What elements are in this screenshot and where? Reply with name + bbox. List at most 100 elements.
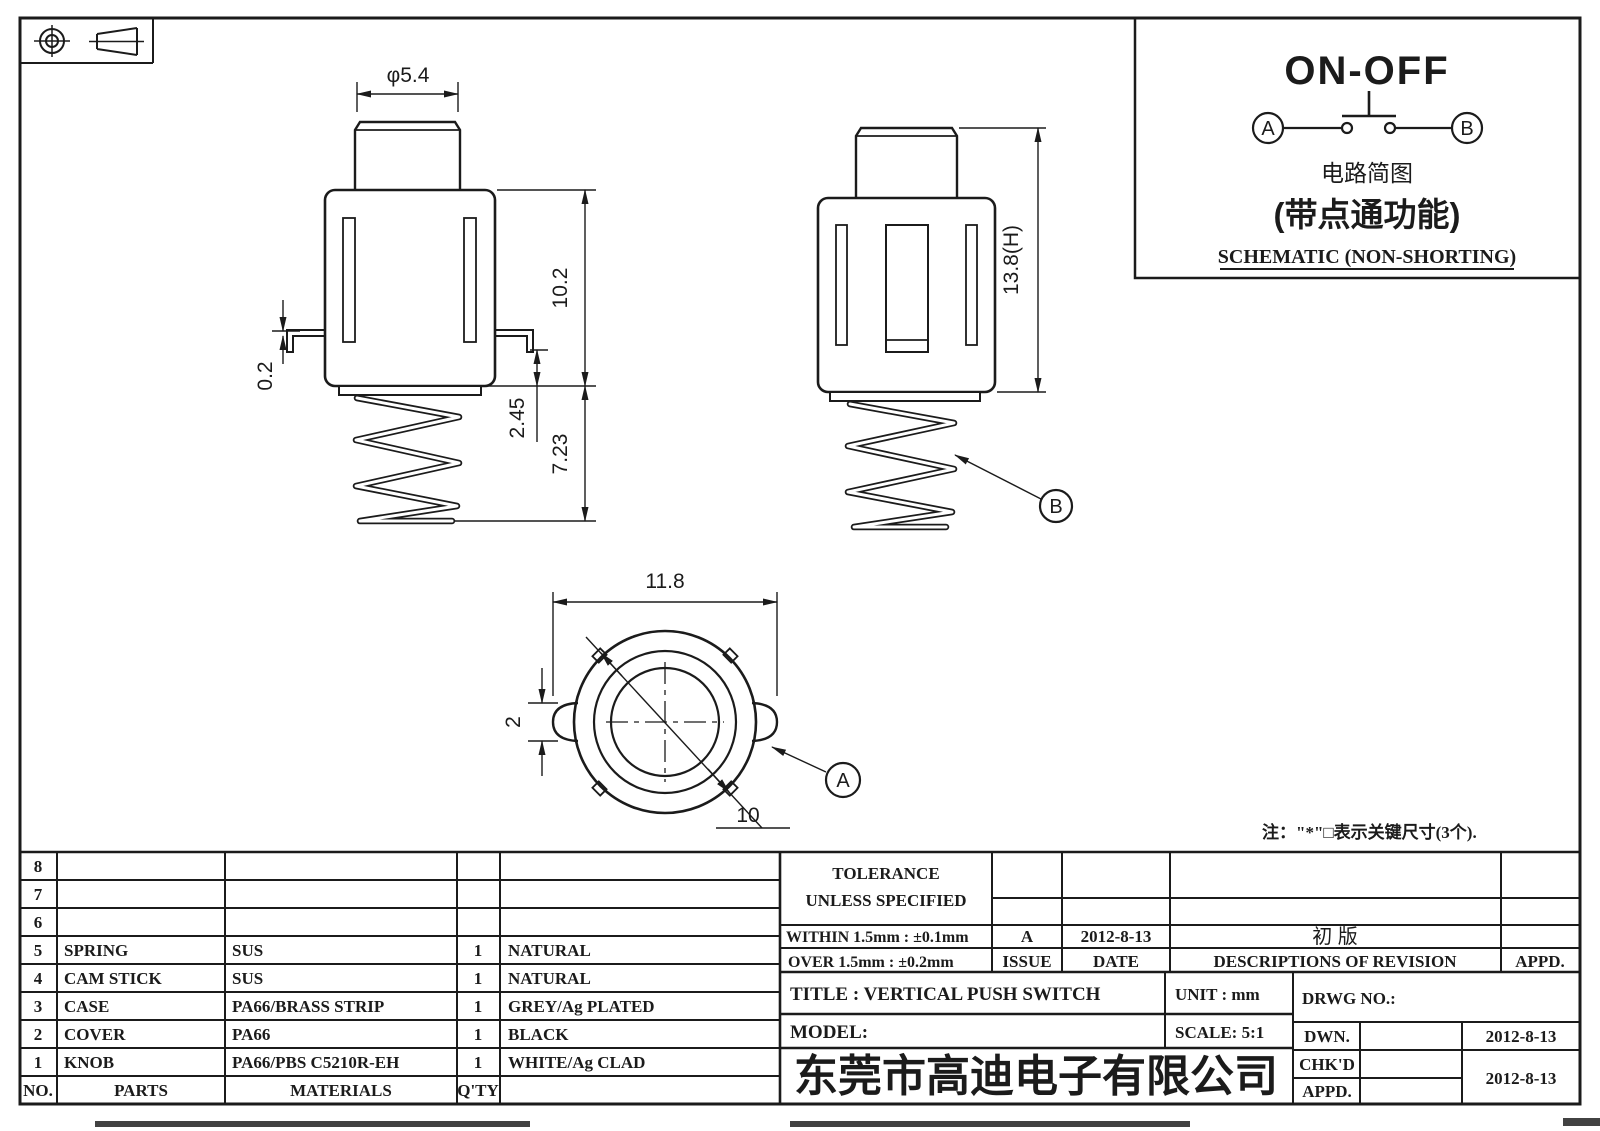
part-name: COVER <box>64 1025 126 1044</box>
tolerance-over: OVER 1.5mm : ±0.2mm <box>788 954 954 971</box>
schematic-subtitle-cn: (带点通功能) <box>1274 196 1461 233</box>
body-slot-left <box>342 217 356 343</box>
base-plate-side <box>829 391 981 402</box>
dim-pin-thickness: 0.2 <box>254 361 277 390</box>
pin-right <box>494 329 534 353</box>
chkd-label: CHK'D <box>1299 1055 1355 1074</box>
part-material: PA66 <box>232 1025 270 1044</box>
schematic-caption-cn: 电路简图 <box>1321 160 1413 186</box>
tolerance-line1: TOLERANCE <box>832 864 939 883</box>
tolerance-line2: UNLESS SPECIFIED <box>805 891 966 910</box>
dim-outer-dia: 10 <box>736 804 759 827</box>
body-slot-right <box>463 217 477 343</box>
callout-b: B <box>1049 496 1062 518</box>
circuit-diagram-icon <box>1251 91 1484 145</box>
row-no: 2 <box>34 1025 43 1044</box>
schematic-panel: ON-OFF A B 电路简图 (带点通功能) SCHEMATIC (NON-S… <box>1133 16 1582 280</box>
part-finish: NATURAL <box>508 969 591 988</box>
drawing-title: TITLE : VERTICAL PUSH SWITCH <box>790 984 1101 1005</box>
key-dimension-note: 注："*"□表示关键尺寸(3个). <box>1262 822 1477 842</box>
appd-sign-label: APPD. <box>1302 1082 1352 1101</box>
top-view-dimensions <box>528 592 862 829</box>
side-slot-right <box>965 224 978 346</box>
header-no: NO. <box>23 1081 53 1100</box>
schematic-caption-en: SCHEMATIC (NON-SHORTING) <box>1218 246 1516 268</box>
center-window <box>885 224 929 353</box>
dim-lug-width: 2 <box>502 716 525 728</box>
company-name: 东莞市高迪电子有限公司 <box>794 1052 1278 1101</box>
dwn-date: 2012-8-13 <box>1486 1027 1557 1046</box>
front-view <box>286 120 534 525</box>
part-material: PA66/PBS C5210R-EH <box>232 1053 399 1072</box>
part-qty: 1 <box>474 969 483 988</box>
front-view-dimensions <box>272 82 596 522</box>
spring-side <box>844 400 958 531</box>
knob-outline-side <box>854 126 959 202</box>
date-label: DATE <box>1093 952 1139 971</box>
issue-label: ISSUE <box>1002 952 1051 971</box>
part-qty: 1 <box>474 1053 483 1072</box>
outer-ring <box>572 629 758 815</box>
side-view-dimensions <box>954 127 1074 524</box>
part-finish: WHITE/Ag CLAD <box>508 1053 645 1072</box>
revision-label: DESCRIPTIONS OF REVISION <box>1213 952 1457 971</box>
side-view <box>816 126 997 531</box>
row-no: 8 <box>34 857 43 876</box>
schematic-title: ON-OFF <box>1284 49 1449 93</box>
appd-label: APPD. <box>1515 952 1565 971</box>
revision-value: 初 版 <box>1312 925 1358 948</box>
parts-table: 8 7 6 5 SPRING SUS 1 NATURAL 4 CAM STICK… <box>23 857 654 1100</box>
part-finish: GREY/Ag PLATED <box>508 997 655 1016</box>
part-material: SUS <box>232 969 263 988</box>
pin-left <box>286 329 326 353</box>
part-qty: 1 <box>474 1025 483 1044</box>
dim-spring-height: 7.23 <box>549 434 572 475</box>
dim-body-height: 10.2 <box>549 268 572 309</box>
header-materials: MATERIALS <box>290 1081 392 1100</box>
terminal-a-label: A <box>1261 118 1275 140</box>
dim-pin-gap: 2.45 <box>506 398 529 439</box>
part-finish: NATURAL <box>508 941 591 960</box>
unit-label: UNIT : mm <box>1175 985 1260 1004</box>
chkd-date: 2012-8-13 <box>1486 1069 1557 1088</box>
scale-label: SCALE: 5:1 <box>1175 1023 1264 1042</box>
row-no: 7 <box>34 885 43 904</box>
issue-value: A <box>1021 927 1034 946</box>
lug-right <box>751 701 779 743</box>
model-label: MODEL: <box>790 1022 868 1043</box>
table-grid <box>20 850 1580 1106</box>
part-qty: 1 <box>474 997 483 1016</box>
drwg-no-label: DRWG NO.: <box>1302 989 1396 1008</box>
part-material: SUS <box>232 941 263 960</box>
part-material: PA66/BRASS STRIP <box>232 997 384 1016</box>
row-no: 6 <box>34 913 43 932</box>
part-qty: 1 <box>474 941 483 960</box>
spring <box>352 394 463 525</box>
terminal-b-label: B <box>1460 118 1473 140</box>
row-no: 5 <box>34 941 43 960</box>
lug-left <box>551 701 579 743</box>
knob-outline <box>353 120 462 194</box>
third-angle-projection-icon <box>20 18 154 64</box>
date-value: 2012-8-13 <box>1081 927 1152 946</box>
dim-total-height: 13.8(H) <box>1000 225 1023 295</box>
callout-a: A <box>836 770 850 792</box>
dwn-label: DWN. <box>1304 1027 1350 1046</box>
part-name: KNOB <box>64 1053 114 1072</box>
part-name: CAM STICK <box>64 969 163 988</box>
middle-ring <box>592 649 738 795</box>
scan-artifacts <box>95 1118 1600 1127</box>
header-qty: Q'TY <box>457 1081 499 1100</box>
part-name: CASE <box>64 997 109 1016</box>
title-block: TOLERANCE UNLESS SPECIFIED WITHIN 1.5mm … <box>786 864 1565 1101</box>
dim-knob-dia: φ5.4 <box>387 64 430 87</box>
base-plate <box>338 385 482 396</box>
side-slot-left <box>835 224 848 346</box>
part-finish: BLACK <box>508 1025 569 1044</box>
schematic-box <box>1133 16 1582 280</box>
row-no: 3 <box>34 997 43 1016</box>
row-no: 4 <box>34 969 43 988</box>
dim-overall-width: 11.8 <box>645 570 684 593</box>
